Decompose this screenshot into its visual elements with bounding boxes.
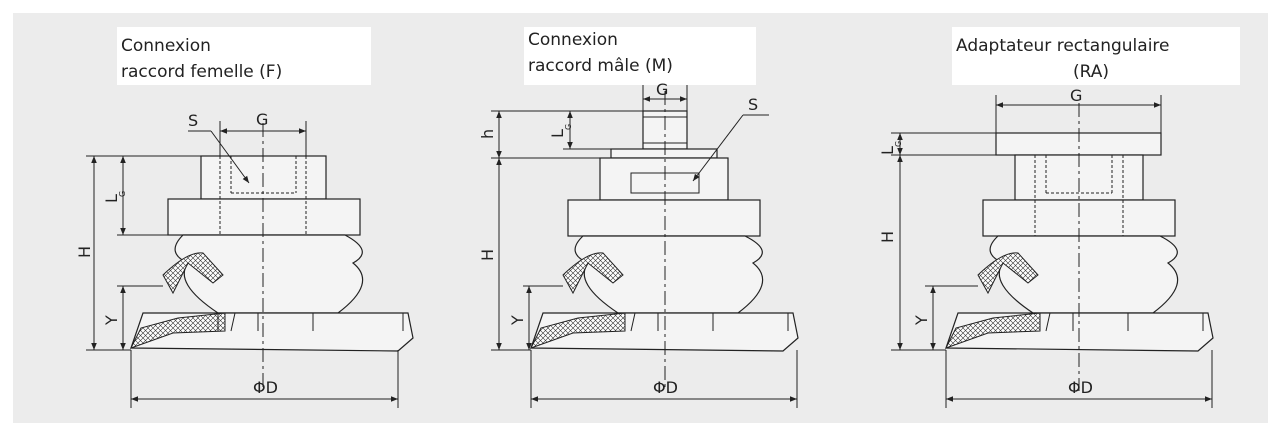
diagram-male: Connexion raccord mâle (M) G S (478, 27, 799, 408)
technical-drawing: Connexion raccord femelle (F) G S (75, 27, 1240, 408)
label-h-small-male: h (478, 129, 497, 139)
label-h-rect: H (878, 231, 897, 243)
label-s-female: S (188, 111, 198, 130)
label-g-female: G (256, 110, 268, 129)
dimensions-rectangular: G L G H Y ΦD (878, 86, 1213, 408)
label-d-female: ΦD (253, 378, 278, 397)
suction-cup-rectangular (944, 103, 1214, 391)
label-lg-rect: L (878, 146, 897, 155)
label-lg-sub-rect: G (894, 141, 903, 147)
title-rect-line1: Adaptateur rectangulaire (956, 36, 1170, 56)
diagram-rectangular: Adaptateur rectangulaire (RA) G (878, 27, 1240, 408)
title-male-line1: Connexion (528, 30, 618, 50)
label-y-rect: Y (912, 315, 931, 326)
title-box-rectangular (952, 27, 1240, 85)
drawing-frame: Connexion raccord femelle (F) G S (13, 13, 1268, 423)
title-female-line2: raccord femelle (F) (121, 62, 282, 82)
dimensions-female: G S H L G Y ΦD (75, 110, 399, 408)
title-male-line2: raccord mâle (M) (528, 56, 673, 76)
title-box-male (524, 27, 756, 85)
title-rect-line2: (RA) (1073, 62, 1109, 82)
label-d-male: ΦD (653, 378, 678, 397)
label-s-male: S (748, 95, 758, 114)
label-h-female: H (75, 246, 94, 258)
label-lg-male: L (548, 129, 567, 138)
suction-cup-female (129, 123, 414, 391)
label-lg-sub-female: G (118, 191, 127, 197)
label-d-rect: ΦD (1068, 378, 1093, 397)
label-g-rect: G (1070, 86, 1082, 105)
label-g-male: G (656, 80, 668, 99)
label-h-male: H (478, 249, 497, 261)
title-box-female (117, 27, 371, 85)
label-y-male: Y (508, 315, 527, 326)
label-y-female: Y (102, 315, 121, 326)
diagram-female: Connexion raccord femelle (F) G S (75, 27, 414, 408)
label-lg-female: L (102, 194, 121, 203)
suction-cup-male (529, 91, 799, 391)
title-female-line1: Connexion (121, 36, 211, 56)
label-lg-sub-male: G (564, 124, 573, 130)
dimensions-male: G S h L G H Y ΦD (478, 80, 798, 408)
